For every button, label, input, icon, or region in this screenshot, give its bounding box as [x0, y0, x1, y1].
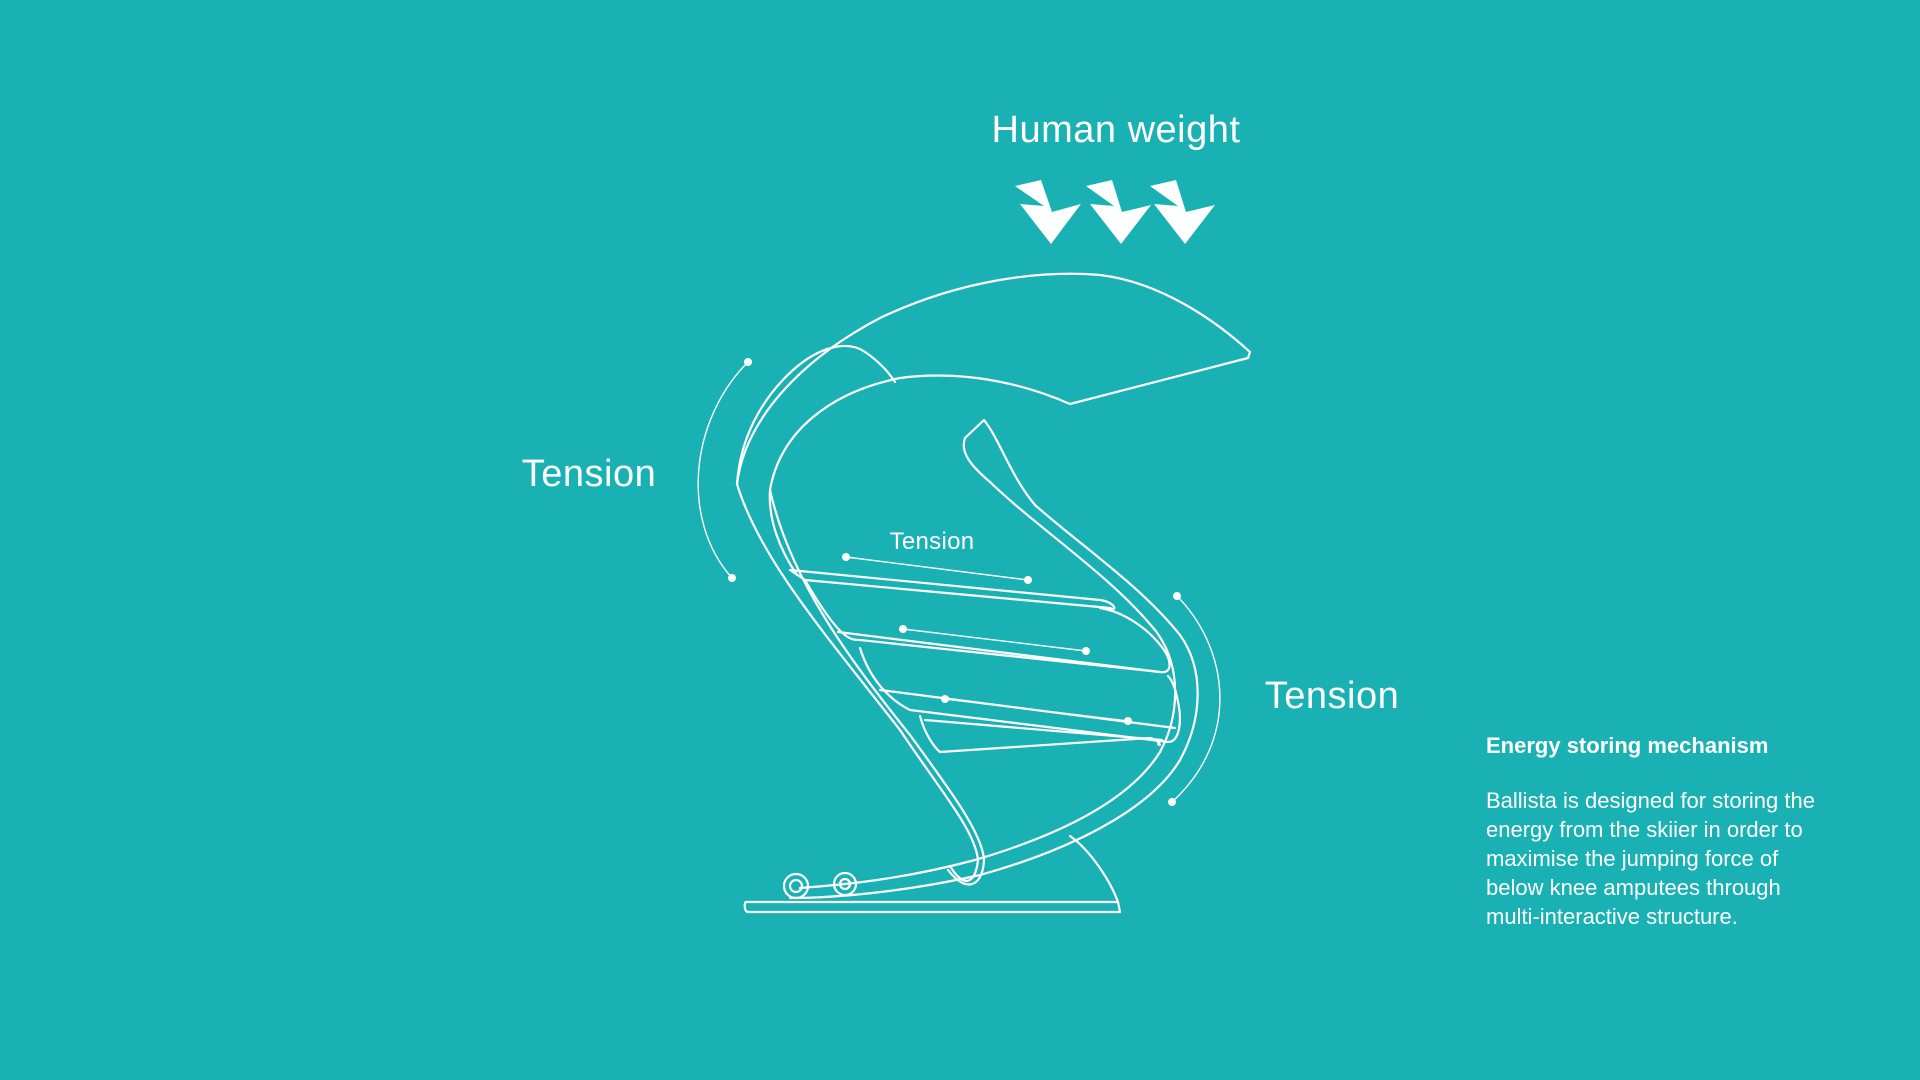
- right-tension-dot-top: [1173, 592, 1181, 600]
- top-plate-outline: [735, 272, 1252, 577]
- info-panel: Energy storing mechanism Ballista is des…: [1486, 732, 1816, 931]
- bolt-icon: [782, 872, 810, 900]
- info-body: Ballista is designed for storing the ene…: [1486, 788, 1815, 929]
- tension-line-2-start: [899, 625, 907, 633]
- base-plate: [743, 900, 1122, 914]
- left-spring-outer: [735, 482, 980, 882]
- info-title: Energy storing mechanism: [1486, 733, 1769, 758]
- bolt-icon: [788, 878, 804, 894]
- left-tension-arc: [697, 361, 749, 579]
- right-tension-arc: [1171, 595, 1221, 803]
- tension-line-3-end: [1124, 717, 1132, 725]
- left-tension-dot-top: [744, 358, 752, 366]
- tension-line-2-end: [1082, 647, 1090, 655]
- heel-wedge: [1068, 834, 1120, 904]
- down-arrow-icon: [1015, 180, 1081, 244]
- tension-line-3-start: [941, 695, 949, 703]
- tension-line-1-start: [842, 553, 850, 561]
- tension-right-label: Tension: [1265, 675, 1399, 717]
- spring-slat-2: [803, 578, 1171, 674]
- spring-slat-7: [923, 718, 1164, 742]
- tension-line-2: [902, 628, 1087, 652]
- spring-slat-3: [836, 630, 1162, 674]
- tension-line-1: [845, 556, 1029, 581]
- top-plate-inner: [735, 344, 897, 486]
- down-arrow-icon: [1086, 180, 1151, 244]
- bolt-icon: [832, 871, 858, 897]
- tension-center-label: Tension: [890, 528, 975, 555]
- right-blade-inner: [798, 436, 1177, 890]
- right-blade-outer: [788, 418, 1199, 900]
- human-weight-label: Human weight: [992, 109, 1241, 151]
- spring-slat-6: [918, 714, 1161, 754]
- right-tension-dot-bottom: [1168, 798, 1176, 806]
- tension-left-label: Tension: [522, 453, 656, 495]
- down-arrow-icon: [1150, 180, 1215, 244]
- tension-line-3: [944, 698, 1129, 722]
- tension-line-1-end: [1024, 576, 1032, 584]
- spring-slat-4: [858, 646, 1181, 744]
- bolt-icon: [838, 877, 852, 891]
- left-tension-dot-bottom: [728, 574, 736, 582]
- spring-slat-1: [788, 568, 1116, 610]
